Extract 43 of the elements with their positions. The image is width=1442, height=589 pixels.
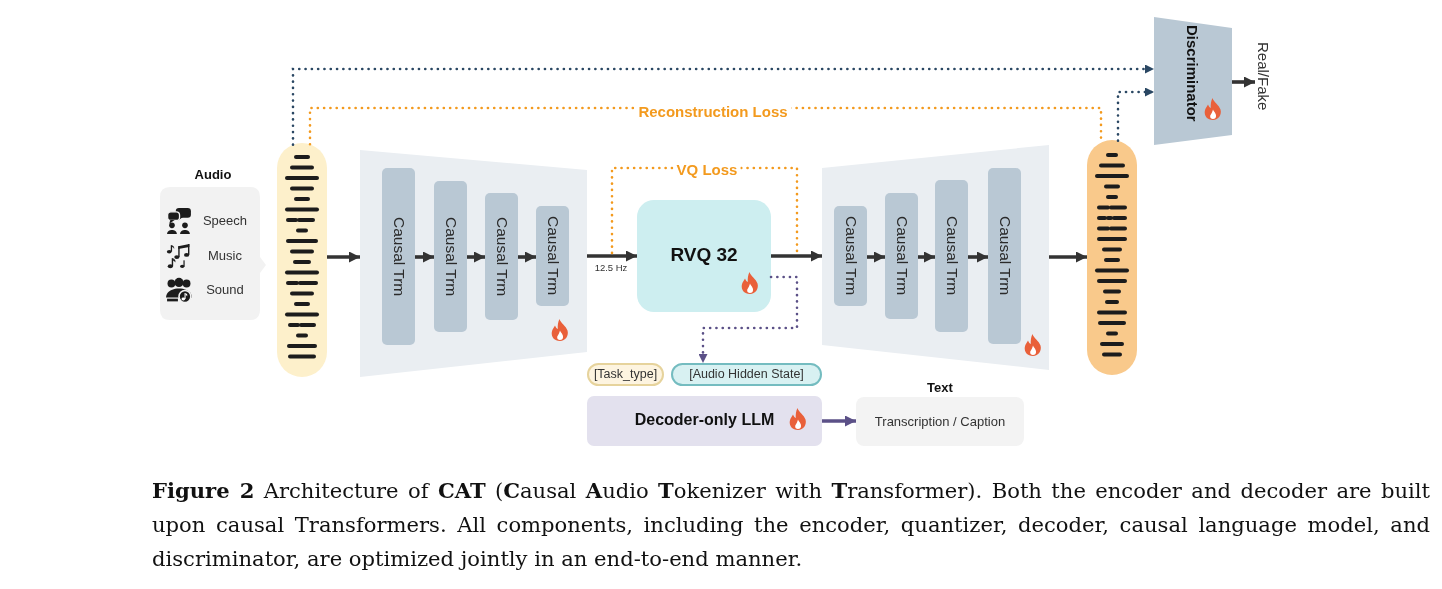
arrow	[415, 251, 434, 263]
transformer-block: Causal Trm	[885, 193, 918, 319]
block-title: Decoder-only LLM	[634, 411, 775, 429]
output-panel: Transcription / Caption	[856, 397, 1024, 446]
transformer-block: Causal Trm	[536, 206, 569, 306]
transformer-block: Causal Trm	[434, 181, 467, 332]
waveform-pill	[277, 143, 327, 377]
transformer-block: Causal Trm	[382, 168, 415, 345]
arrow	[771, 250, 822, 262]
arrow	[587, 250, 637, 262]
dotted-arrow	[1116, 87, 1156, 143]
arrow	[518, 251, 536, 263]
output-label: Real/Fake	[1255, 42, 1272, 111]
block-title: Discriminator	[1184, 25, 1201, 122]
category-label: Speech	[202, 213, 248, 229]
category-label: Sound	[206, 282, 244, 298]
token-pill: [Audio Hidden State]	[671, 363, 822, 386]
panel-heading: Audio	[194, 167, 232, 182]
arrow	[867, 251, 885, 263]
arrow	[1049, 251, 1087, 263]
arrow	[918, 251, 935, 263]
block-title: RVQ 32	[670, 244, 738, 266]
decoder-panel	[822, 145, 1049, 370]
llm-block	[587, 396, 822, 446]
transformer-block: Causal Trm	[834, 206, 867, 306]
dotted-arrow	[698, 275, 799, 365]
waveform-pill	[1087, 140, 1137, 375]
transformer-block: Causal Trm	[988, 168, 1021, 344]
arrow	[822, 415, 856, 427]
dotted-arrow	[291, 64, 1156, 146]
arrow	[1232, 76, 1255, 88]
transformer-block: Causal Trm	[485, 193, 518, 320]
arrow	[467, 251, 485, 263]
encoder-panel	[360, 150, 587, 377]
token-pill: [Task_type]	[587, 363, 664, 386]
discriminator-block	[1154, 17, 1232, 145]
quantizer-block	[637, 200, 771, 312]
panel-heading: Text	[927, 380, 953, 395]
transformer-block: Causal Trm	[935, 180, 968, 332]
arrow	[968, 251, 988, 263]
category-label: Music	[208, 248, 242, 264]
arrow	[327, 251, 360, 263]
figure-caption: Figure 2 Architecture of CAT (Causal Audio Tokenizer with Transformer). Both the encoder and decoder are built upon causal Transformers. All components, including the encoder, quantizer, decoder, causal language model, and discriminator, are optimized jointly in an end-to-end manner.	[152, 477, 1430, 573]
